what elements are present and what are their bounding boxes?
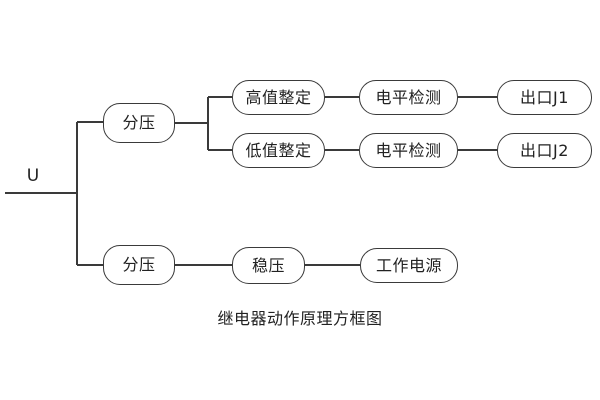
node-label-level-detect-2: 电平检测 — [375, 140, 442, 160]
node-level-detect-2[interactable]: 电平检测 — [359, 133, 458, 168]
node-low-set[interactable]: 低值整定 — [232, 133, 325, 168]
node-label-divider-lower: 分压 — [122, 255, 156, 274]
node-high-set[interactable]: 高值整定 — [232, 80, 325, 115]
node-label-high-set: 高值整定 — [245, 87, 312, 107]
node-label-low-set: 低值整定 — [245, 140, 312, 160]
node-label-divider-upper: 分压 — [122, 113, 156, 132]
node-divider-upper[interactable]: 分压 — [103, 103, 175, 143]
node-divider-lower[interactable]: 分压 — [103, 245, 175, 285]
node-work-supply[interactable]: 工作电源 — [360, 248, 458, 283]
node-label-regulator: 稳压 — [251, 255, 285, 275]
node-label-level-detect-1: 电平检测 — [375, 87, 442, 107]
node-label-output-j1: 出口J1 — [520, 87, 569, 107]
node-regulator[interactable]: 稳压 — [232, 247, 305, 284]
node-level-detect-1[interactable]: 电平检测 — [359, 80, 458, 115]
node-output-j1[interactable]: 出口J1 — [497, 80, 592, 115]
node-label-work-supply: 工作电源 — [375, 255, 442, 275]
diagram-caption: 继电器动作原理方框图 — [217, 309, 383, 328]
node-output-j2[interactable]: 出口J2 — [497, 133, 592, 168]
input-voltage-label: U — [26, 166, 40, 186]
node-label-output-j2: 出口J2 — [520, 140, 569, 160]
